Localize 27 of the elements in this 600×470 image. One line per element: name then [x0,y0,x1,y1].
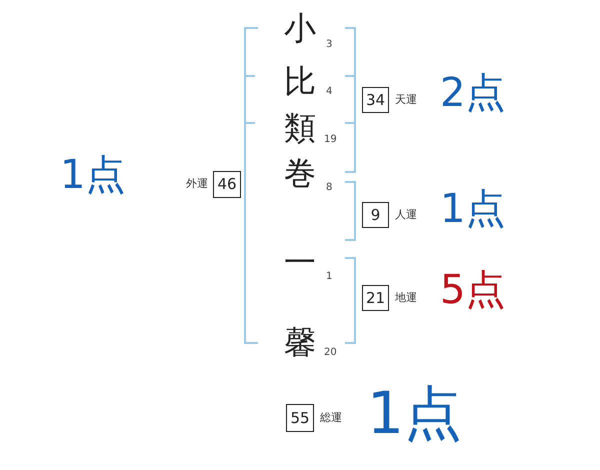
fortune-category-label: 総運 [320,412,342,423]
name-character: 類 [284,112,316,144]
number-box: 46 [213,171,241,198]
stroke-count: 4 [326,87,332,97]
score-text: 5点 [440,270,506,310]
score-text: 1点 [440,189,506,229]
stroke-count: 3 [326,40,332,50]
score-text: 1点 [367,384,462,442]
number-box: 9 [362,202,389,228]
name-character: 一 [284,246,316,278]
number-box: 21 [362,285,389,311]
number-box: 34 [362,87,389,113]
stroke-count: 19 [324,135,337,145]
stroke-count: 8 [326,183,332,193]
name-character: 馨 [284,326,316,358]
fortune-category-label: 天運 [395,94,417,105]
fortune-category-label: 人運 [395,209,417,220]
name-character: 小 [284,12,316,44]
number-box: 55 [286,404,314,432]
stroke-count: 20 [324,348,337,358]
fortune-category-label: 外運 [186,178,208,189]
name-character: 比 [284,65,316,97]
score-text: 2点 [440,73,506,113]
stroke-count: 1 [326,272,332,282]
name-character: 巻 [284,157,316,189]
fortune-category-label: 地運 [395,292,417,303]
score-text: 1点 [60,155,126,195]
